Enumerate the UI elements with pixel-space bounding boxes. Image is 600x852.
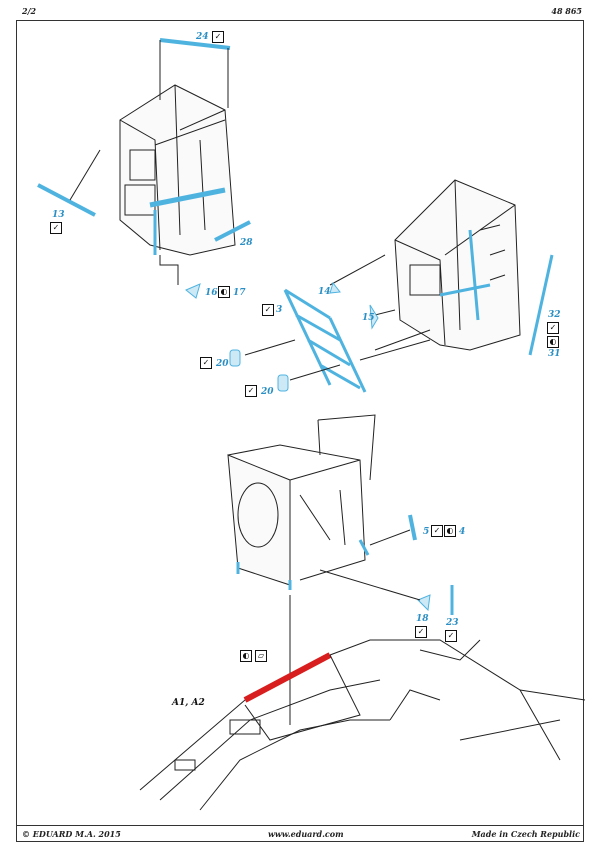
section-label: A1, A2 xyxy=(172,698,205,708)
part-15-label: 15 xyxy=(362,313,375,323)
page-number: 2/2 xyxy=(22,6,37,16)
check-icon: ✓ xyxy=(262,304,274,316)
check-icon: ✓ xyxy=(431,525,443,537)
fold-icon: ◐ xyxy=(547,336,559,348)
check-icon: ✓ xyxy=(245,385,257,397)
footer-divider xyxy=(16,825,584,826)
part-28-label: 28 xyxy=(240,238,253,248)
check-icon: ✓ xyxy=(212,31,224,43)
part-13-label: 13 xyxy=(52,210,65,220)
part-4-label: 4 xyxy=(459,527,466,537)
fold-icon: ◐ xyxy=(444,525,456,537)
part-5-label: 5 xyxy=(423,527,430,537)
cabinet-middle xyxy=(227,414,454,725)
fold-icon: ◐ xyxy=(240,650,252,662)
check-icon: ✓ xyxy=(445,630,457,642)
cabinet-right xyxy=(329,179,554,356)
part-20-label: 20 xyxy=(216,359,229,369)
part-23-label: 23 xyxy=(446,618,459,628)
part-20-label: 20 xyxy=(261,387,274,397)
part-32-label: 32 xyxy=(548,310,561,320)
part-3-label: 3 xyxy=(276,305,283,315)
check-icon: ✓ xyxy=(547,322,559,334)
cabinet-top-left xyxy=(37,38,251,299)
part-16-label: 16 xyxy=(205,288,218,298)
fold-icon: ◐ xyxy=(218,286,230,298)
page-frame xyxy=(16,20,584,842)
origin: Made in Czech Republic xyxy=(471,829,580,839)
part-18-label: 18 xyxy=(416,614,429,624)
check-icon: ✓ xyxy=(200,357,212,369)
check-icon: ✓ xyxy=(50,222,62,234)
part-14-label: 14 xyxy=(318,287,331,297)
ladder-part xyxy=(283,288,367,393)
fuselage xyxy=(139,639,586,811)
product-code: 48 865 xyxy=(551,6,582,16)
part-24-label: 24 xyxy=(196,32,209,42)
part-17-label: 17 xyxy=(233,288,246,298)
part-31-label: 31 xyxy=(548,349,561,359)
website: www.eduard.com xyxy=(268,829,344,839)
check-icon: ✓ xyxy=(415,626,427,638)
copyright: © EDUARD M.A. 2015 xyxy=(22,829,121,839)
paint-icon: ▱ xyxy=(255,650,267,662)
